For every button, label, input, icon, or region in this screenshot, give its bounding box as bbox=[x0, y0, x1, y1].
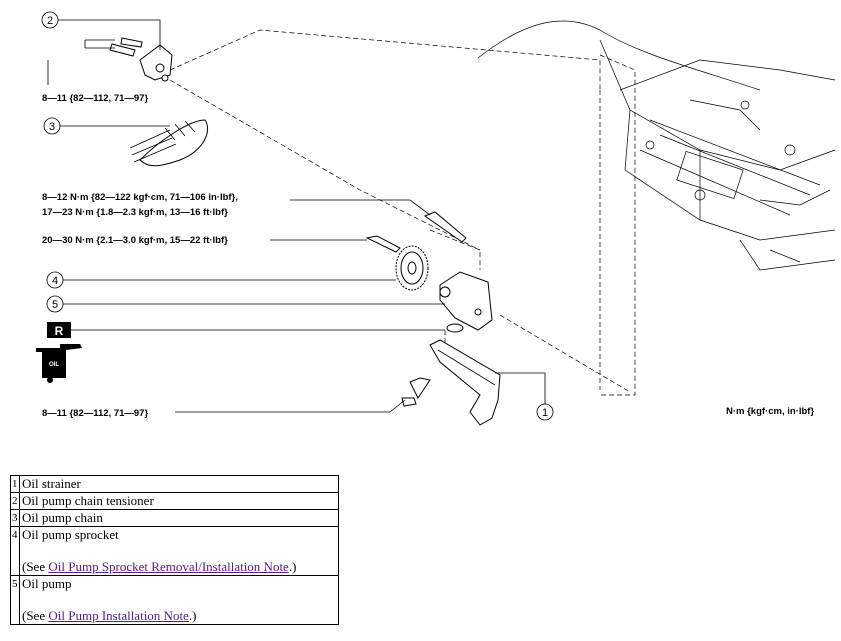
assembly-guide-lines bbox=[169, 29, 636, 396]
table-row: 5 Oil pump (See Oil Pump Installation No… bbox=[10, 575, 339, 625]
callout-2: 2 8—11 {82—112, 71—97} bbox=[41, 11, 161, 104]
oil-pump-illustration bbox=[439, 271, 493, 333]
svg-text:3: 3 bbox=[49, 121, 55, 133]
torque-label-sprocket-bolt: 20—30 N·m {2.1—3.0 kgf·m, 15—22 ft·lbf} bbox=[42, 235, 228, 246]
callout-1: 1 8—11 {82—112, 71—97} bbox=[42, 372, 554, 421]
svg-text:OIL: OIL bbox=[49, 362, 59, 368]
callout-4: 4 bbox=[46, 271, 396, 289]
units-legend: N·m {kgf·cm, in·lbf} bbox=[726, 406, 814, 417]
oil-strainer-illustration bbox=[429, 339, 501, 426]
oil-pump-sprocket-illustration bbox=[395, 245, 429, 291]
replace-part-badge: R bbox=[47, 322, 445, 338]
torque-label-pump-bolt-1: 8—12 N·m {82—122 kgf·cm, 71—106 in·lbf}, bbox=[42, 192, 238, 203]
svg-text:2: 2 bbox=[47, 15, 53, 27]
callout-3: 3 bbox=[43, 117, 170, 135]
svg-text:R: R bbox=[55, 324, 64, 338]
parts-table: 1 Oil strainer 2 Oil pump chain tensione… bbox=[10, 475, 339, 625]
chain-tensioner-illustration bbox=[109, 37, 173, 82]
torque-label-pump-bolt-2: 17—23 N·m {1.8—2.3 kgf·m, 13—16 ft·lbf} bbox=[42, 207, 228, 218]
torque-label-tensioner: 8—11 {82—112, 71—97} bbox=[42, 93, 148, 104]
table-row: 1 Oil strainer bbox=[10, 475, 339, 493]
torque-label-strainer: 8—11 {82—112, 71—97} bbox=[42, 408, 148, 419]
table-row: 2 Oil pump chain tensioner bbox=[10, 492, 339, 510]
svg-text:5: 5 bbox=[52, 299, 58, 311]
table-row: 4 Oil pump sprocket (See Oil Pump Sprock… bbox=[10, 526, 339, 576]
engine-block-illustration bbox=[477, 20, 836, 271]
oil-can-icon: OIL bbox=[36, 344, 82, 383]
exploded-view-diagram: 2 8—11 {82—112, 71—97} 3 8—12 N·m {82—12… bbox=[36, 11, 836, 426]
svg-text:1: 1 bbox=[542, 407, 548, 419]
svg-text:4: 4 bbox=[52, 275, 58, 287]
bolt-illustrations bbox=[365, 211, 467, 407]
table-row: 3 Oil pump chain bbox=[10, 509, 339, 527]
pump-installation-note-link[interactable]: Oil Pump Installation Note bbox=[48, 608, 189, 623]
callout-5: 5 bbox=[46, 295, 445, 313]
sprocket-note-link[interactable]: Oil Pump Sprocket Removal/Installation N… bbox=[48, 559, 289, 574]
oil-pump-chain-illustration bbox=[129, 119, 209, 167]
